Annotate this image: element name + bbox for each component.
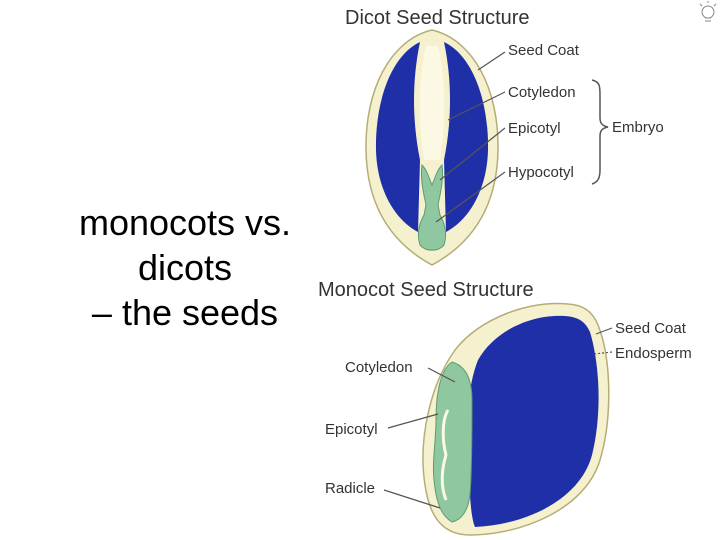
embryo-brace (591, 79, 609, 185)
monocot-endosperm-label: Endosperm (615, 345, 692, 362)
dicot-seed (365, 29, 499, 266)
monocot-cotyledon-label: Cotyledon (345, 359, 413, 376)
title-line-2: dicots (137, 247, 233, 288)
dicot-epicotyl-label: Epicotyl (508, 120, 561, 137)
slide-title: monocots vs. dicots – the seeds (40, 200, 330, 335)
dicot-leader-lines (435, 51, 506, 223)
monocot-seed-coat-label: Seed Coat (615, 320, 687, 337)
dicot-cotyledon-left (375, 42, 420, 232)
monocot-heading: Monocot Seed Structure (318, 279, 534, 301)
title-line-1: monocots vs. (78, 202, 292, 243)
dicot-center (419, 46, 445, 160)
monocot-endosperm (467, 315, 599, 527)
dicot-cotyledon-label: Cotyledon (508, 84, 576, 101)
dicot-seed-coat-label: Seed Coat (508, 42, 580, 59)
monocot-embryo (432, 361, 473, 523)
dicot-cotyledon-right (444, 42, 489, 232)
dicot-embryo-label: Embryo (612, 119, 664, 136)
dicot-embryo (417, 163, 447, 251)
monocot-radicle-label: Radicle (325, 480, 375, 497)
monocot-leader-lines (383, 327, 613, 509)
dicot-heading: Dicot Seed Structure (345, 7, 530, 29)
monocot-seed (422, 302, 610, 536)
dicot-hypocotyl-label: Hypocotyl (508, 164, 574, 181)
lightbulb-icon (699, 1, 717, 22)
monocot-embryo-inner (440, 409, 450, 501)
title-line-3: – the seeds (91, 292, 279, 333)
monocot-epicotyl-label: Epicotyl (325, 421, 378, 438)
